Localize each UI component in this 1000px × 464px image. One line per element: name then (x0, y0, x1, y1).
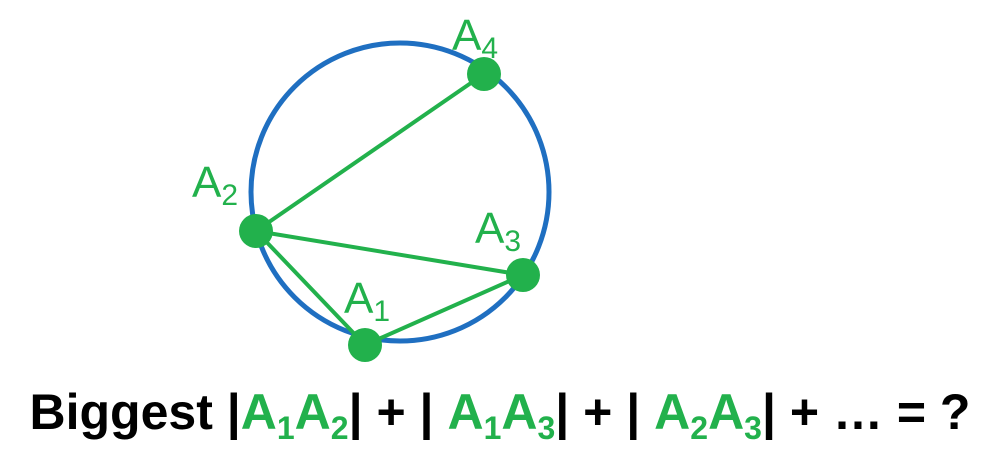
formula-bar: | (348, 384, 363, 440)
chord-a2-a4 (254, 72, 486, 233)
formula-prefix: Biggest (29, 384, 227, 440)
point-a2-dot (239, 214, 273, 248)
formula-term-a1a3: A1A3 (447, 384, 556, 446)
chord-a2-a3 (254, 229, 525, 277)
point-a1-label: A1 (344, 274, 390, 328)
formula-plus: + (569, 384, 627, 440)
formula-tail: + … = ? (775, 384, 971, 440)
point-a1-dot (348, 328, 382, 362)
chords (254, 72, 525, 347)
circle (248, 40, 552, 344)
formula-term-a1a2: A1A2 (240, 384, 349, 446)
formula-bar: | (555, 384, 570, 440)
points (239, 57, 540, 362)
formula-plus: + (362, 384, 420, 440)
point-a4-dot (467, 57, 501, 91)
point-a4-label: A4 (452, 11, 498, 65)
formula-bar: | (761, 384, 776, 440)
chord-a2-a1 (254, 229, 367, 347)
formula-term-a2a3: A2A3 (654, 384, 762, 446)
point-a3-label: A3 (475, 204, 521, 258)
point-a3-dot (506, 258, 540, 292)
formula-bar: | (626, 384, 641, 440)
formula-bar: | (419, 384, 434, 440)
formula-bar: | (226, 384, 241, 440)
point-labels: A1 A2 A3 A4 (192, 11, 521, 328)
chord-a1-a3 (363, 273, 525, 347)
point-a2-label: A2 (192, 158, 238, 212)
question-formula: Biggest |A1A2| + | A1A3| + | A2A3| + … =… (0, 382, 1000, 446)
